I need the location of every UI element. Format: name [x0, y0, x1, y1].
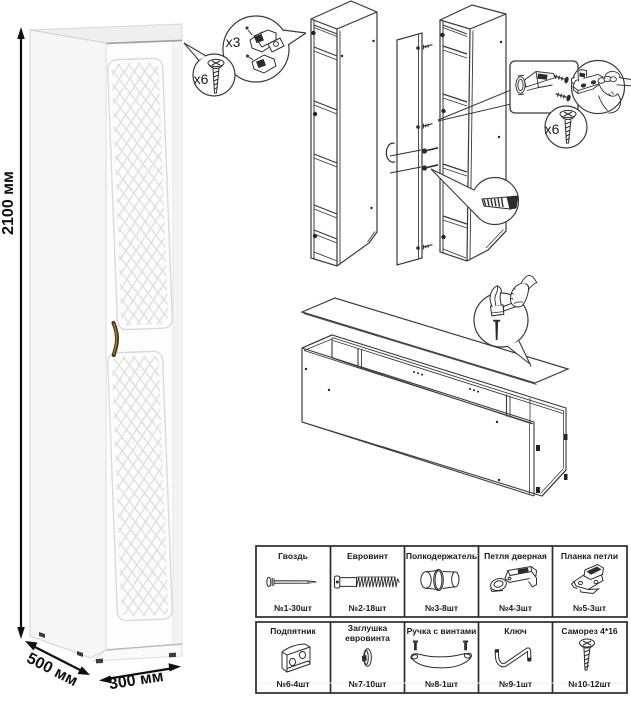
- svg-text:№1-30шт: №1-30шт: [274, 603, 312, 613]
- svg-text:Подпятник: Подпятник: [270, 626, 316, 636]
- svg-text:x6: x6: [194, 71, 209, 87]
- svg-text:№4-3шт: №4-3шт: [499, 603, 532, 613]
- svg-text:Саморез 4*16: Саморез 4*16: [561, 626, 618, 636]
- svg-text:№6-4шт: №6-4шт: [276, 679, 309, 689]
- svg-text:№8-1шт: №8-1шт: [425, 679, 458, 689]
- svg-text:Гвоздь: Гвоздь: [278, 551, 308, 561]
- svg-text:Полкодержатель: Полкодержатель: [406, 551, 477, 561]
- svg-text:№10-12шт: №10-12шт: [568, 679, 610, 689]
- svg-text:Евровинт: Евровинт: [347, 551, 388, 561]
- svg-text:x6: x6: [545, 121, 560, 137]
- svg-text:№7-10шт: №7-10шт: [349, 679, 387, 689]
- svg-text:Планка петли: Планка петли: [561, 551, 618, 561]
- svg-text:№9-1шт: №9-1шт: [499, 679, 532, 689]
- svg-text:Заглушка: Заглушка: [348, 623, 388, 633]
- svg-text:2100 мм: 2100 мм: [0, 171, 17, 235]
- svg-text:x3: x3: [226, 34, 241, 50]
- svg-text:№2-18шт: №2-18шт: [349, 603, 387, 613]
- svg-text:евровинта: евровинта: [345, 633, 390, 643]
- svg-text:№3-8шт: №3-8шт: [425, 603, 458, 613]
- svg-text:Петля дверная: Петля дверная: [484, 551, 547, 561]
- svg-text:Ручка с винтами: Ручка с винтами: [407, 626, 477, 636]
- svg-text:Ключ: Ключ: [504, 626, 527, 636]
- svg-text:№5-3шт: №5-3шт: [573, 603, 606, 613]
